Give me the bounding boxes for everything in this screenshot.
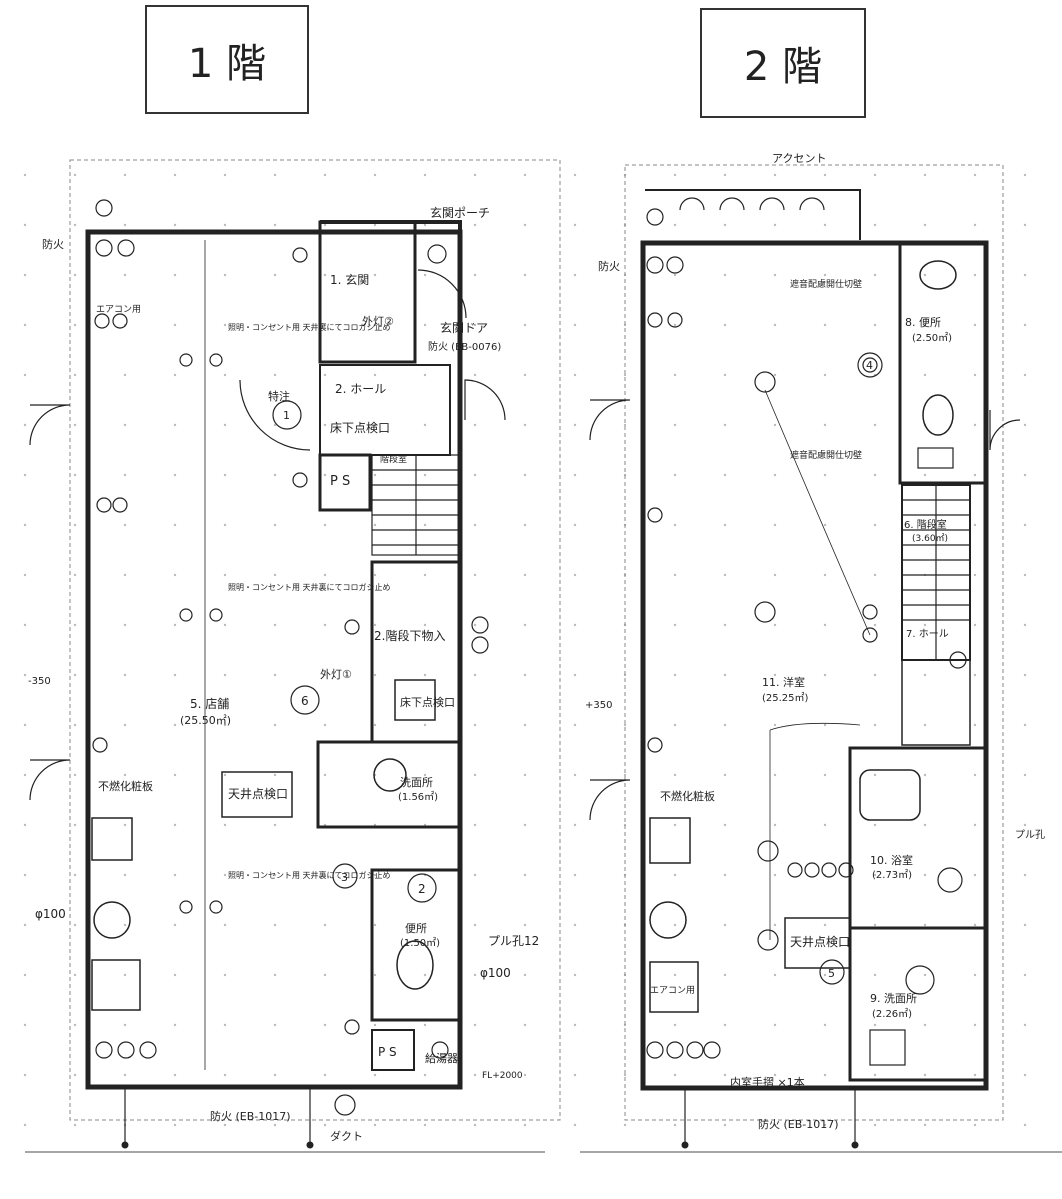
f1-pull-hole: プル孔12 (488, 934, 539, 948)
f1-stairs: 階段室 (380, 453, 407, 465)
floor-1-plan (29, 159, 561, 1149)
floor-2-title-box: 2 階 (700, 8, 866, 118)
floor-2-plan (589, 164, 1021, 1149)
floor-2-title: 2 階 (743, 44, 823, 90)
f1-ceiling-hatch: 天井点検口 (228, 787, 288, 801)
f1-fl-note: FL+2000 (482, 1071, 523, 1081)
f1-toilet: 便所 (405, 922, 427, 935)
f1-entrance-door: 玄関ドア (440, 320, 488, 335)
f1-stair-storage: 2.階段下物入 (374, 628, 445, 643)
f2-level-note: +350 (585, 700, 612, 711)
f1-fire-door-note: 防火 (EB-0076) (428, 340, 501, 353)
f1-lighting-note-3: 照明・コンセント用 天井裏にてコロガシ止め (228, 870, 391, 880)
f1-num-2: 2 (418, 882, 426, 896)
f2-fire-side: 防火 (598, 259, 620, 273)
f1-shop: 5. 店舗 (190, 697, 229, 711)
f1-fire-side: 防火 (42, 237, 64, 251)
f1-washroom-area: (1.56㎡) (398, 791, 438, 803)
f1-pipe-100b: φ100 (35, 907, 66, 921)
f1-toilet-area: (1.50㎡) (400, 937, 440, 949)
f1-num-1: 1 (283, 409, 290, 422)
f2-western-room: 11. 洋室 (762, 675, 805, 689)
f2-sound-note-2: 遮音配慮開仕切壁 (790, 449, 862, 461)
floor-1-title: 1 階 (187, 40, 267, 87)
f2-bathroom: 10. 浴室 (870, 853, 913, 867)
f2-stairs: 6. 階段室 (904, 518, 947, 531)
f1-level-note: -350 (28, 676, 51, 687)
floor-2-text-labels: アクセント 防火 8. 便所 (2.50㎡) 6. 階段室 (3.60㎡) 7.… (585, 152, 1045, 1131)
f2-washroom: 9. 洗面所 (870, 992, 917, 1005)
floor-1-ps-bottom-box (371, 1029, 415, 1071)
f2-hall: 7. ホール (906, 628, 949, 640)
f2-aircon: エアコン用 (650, 985, 695, 996)
f1-lighting-note-2: 照明・コンセント用 天井裏にてコロガシ止め (228, 582, 391, 592)
f2-washroom-area: (2.26㎡) (872, 1008, 912, 1020)
f1-entrance-porch: 玄関ポーチ (430, 205, 490, 220)
f2-handrail: 内室手摺 ×1本 (730, 1075, 805, 1089)
f1-hall: 2. ホール (335, 382, 386, 396)
f2-western-room-area: (25.25㎡) (762, 692, 809, 704)
f1-exterior-light-2: 外灯② (362, 315, 394, 328)
f1-washroom: 洗面所 (400, 776, 433, 789)
f1-exterior-light-1: 外灯① (320, 668, 352, 681)
f2-num-4: 4 (866, 359, 873, 372)
f2-num-5: 5 (828, 967, 835, 980)
f1-num-6: 6 (301, 694, 309, 708)
f2-fire-note: 防火 (EB-1017) (758, 1117, 839, 1131)
f2-ceiling-hatch: 天井点検口 (790, 935, 850, 949)
f2-pull-hole: プル孔 (1015, 829, 1045, 841)
f2-toilet: 8. 便所 (905, 316, 941, 329)
floor-1-ps-box (318, 453, 372, 512)
f1-under-floor-hatch: 床下点検口 (400, 695, 455, 709)
f1-lighting-note-1: 照明・コンセント用 天井裏にてコロガシ止め (228, 322, 391, 332)
f1-ps-top: P S (330, 474, 350, 489)
f1-duct: ダクト (330, 1129, 363, 1143)
f2-sound-note-1: 遮音配慮開仕切壁 (790, 278, 862, 290)
f1-num-3: 3 (341, 871, 348, 884)
f2-nonflammable-board: 不燃化粧板 (660, 789, 715, 803)
f2-accent: アクセント (772, 152, 826, 165)
f1-pipe-100: φ100 (480, 966, 511, 980)
f1-entrance: 1. 玄関 (330, 272, 369, 287)
f1-ps-bottom: P S (378, 1045, 397, 1059)
f1-shop-area: (25.50㎡) (180, 714, 231, 727)
f1-special-note: 特注 (268, 389, 290, 403)
f1-nonflammable-board: 不燃化粧板 (98, 779, 153, 793)
f1-aircon: エアコン用 (96, 304, 141, 315)
f1-fire-note: 防火 (EB-1017) (210, 1109, 291, 1123)
f2-stairs-area: (3.60㎡) (912, 533, 948, 544)
f2-bathroom-area: (2.73㎡) (872, 869, 912, 881)
floor-1-text-labels: 1. 玄関 外灯② 2. ホール 床下点検口 P S 階段室 2.階段下物入 床… (28, 205, 539, 1143)
floor-1-title-box: 1 階 (145, 5, 309, 114)
f2-toilet-area: (2.50㎡) (912, 332, 952, 344)
f1-under-floor-hatch-top: 床下点検口 (330, 421, 390, 435)
f1-hot-water: 給湯器 (425, 1051, 458, 1065)
